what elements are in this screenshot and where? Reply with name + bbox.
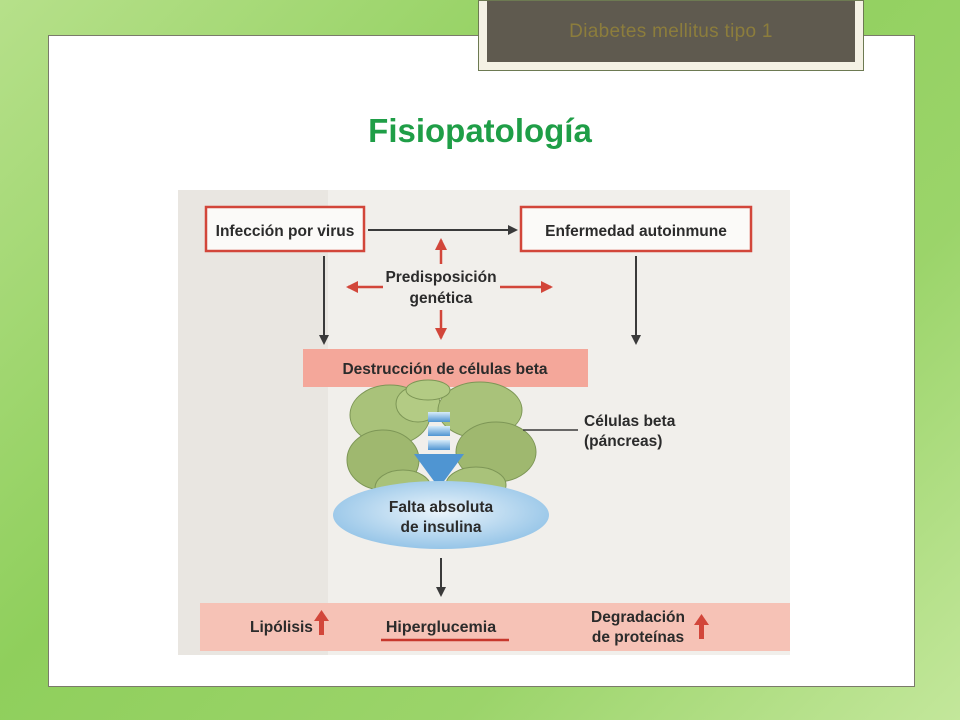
- insulin-deficit-ellipse: [333, 481, 549, 549]
- header-tab-title: Diabetes mellitus tipo 1: [569, 20, 773, 42]
- beta-cells-label-line2: (páncreas): [584, 433, 662, 450]
- autoimmune-box: [519, 205, 753, 253]
- protein-degradation-line2: de proteínas: [592, 629, 684, 646]
- pathophysiology-diagram: Infección por virus Enfermedad autoinmun…: [178, 190, 790, 655]
- insulin-deficit-line2: de insulina: [401, 519, 482, 536]
- predisposition-line1: Predisposición: [385, 269, 496, 286]
- lipolysis-up-arrow: [314, 610, 329, 635]
- slide-title: Fisiopatología: [368, 112, 592, 149]
- insulin-flow-arrow: [414, 412, 464, 488]
- protein-degradation-line1: Degradación: [591, 609, 685, 626]
- header-tab: Diabetes mellitus tipo 1: [478, 0, 864, 71]
- predisposition-line2: genética: [410, 290, 473, 307]
- destruction-bar: [303, 349, 588, 387]
- lipolysis-label: Lipólisis: [250, 619, 313, 636]
- header-tab-inner: Diabetes mellitus tipo 1: [487, 1, 855, 62]
- background-text-column: [178, 190, 328, 655]
- beta-cells-label-line1: Células beta: [584, 413, 676, 430]
- destruction-label: Destrucción de células beta: [342, 361, 547, 378]
- beta-cell-cluster: [346, 379, 537, 507]
- protein-degradation-up-arrow: [694, 614, 709, 639]
- infection-label: Infección por virus: [216, 223, 355, 240]
- insulin-deficit-line1: Falta absoluta: [389, 499, 494, 516]
- infection-box: [204, 205, 366, 253]
- autoimmune-label: Enfermedad autoinmune: [545, 223, 727, 240]
- hyperglycemia-label: Hiperglucemia: [386, 619, 496, 636]
- consequences-bar: [200, 603, 790, 651]
